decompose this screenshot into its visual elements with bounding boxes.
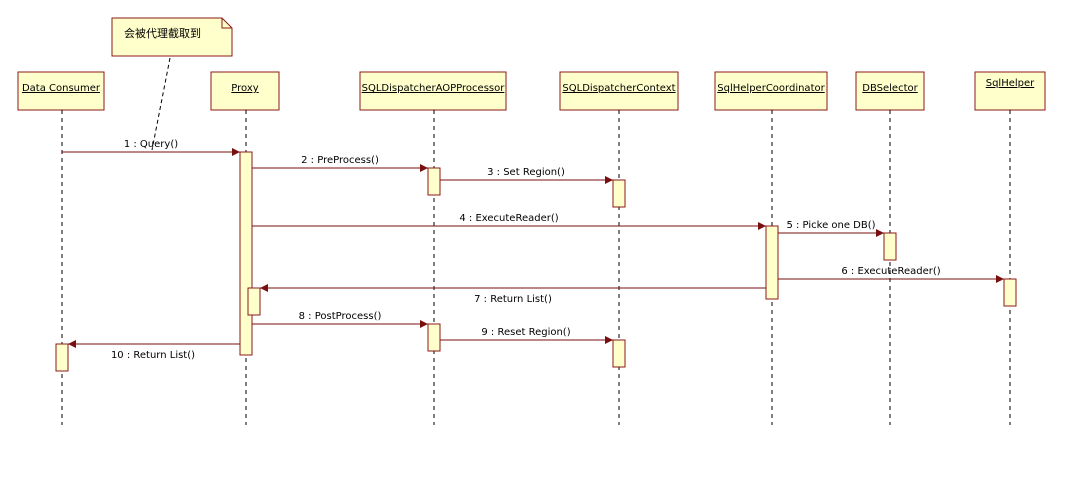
object-dbselector[interactable]: DBSelector [855, 71, 925, 111]
activations [55, 151, 1017, 372]
activation-coordinator [765, 225, 779, 300]
message-label: 10 : Return List() [111, 350, 195, 361]
message-3: 3 : Set Region() [440, 167, 613, 184]
message-4: 4 : ExecuteReader() [252, 213, 766, 230]
object-proxy[interactable]: Proxy [210, 71, 280, 111]
message-8: 8 : PostProcess() [252, 311, 428, 328]
object-name: SQLDispatcherAOPProcessor [362, 83, 506, 94]
message-label: 6 : ExecuteReader() [841, 266, 940, 277]
object-sqlhelper[interactable]: SqlHelper [974, 71, 1046, 111]
message-5: 5 : Picke one DB() [778, 220, 884, 237]
message-label: 1 : Query() [124, 139, 178, 150]
object-consumer[interactable]: Data Consumer [17, 71, 105, 111]
message-1: 1 : Query() [62, 139, 240, 156]
activation-aop-pre [427, 167, 441, 196]
message-2: 2 : PreProcess() [252, 155, 428, 172]
message-6: 6 : ExecuteReader() [778, 266, 1004, 283]
activation-context-set [612, 179, 626, 208]
object-coordinator[interactable]: SqlHelperCoordinator [714, 71, 828, 111]
object-context[interactable]: SQLDispatcherContext [559, 71, 679, 111]
message-label: 5 : Picke one DB() [786, 220, 875, 231]
activation-dbselector [883, 232, 897, 261]
message-10: 10 : Return List() [68, 340, 240, 361]
object-aop[interactable]: SQLDispatcherAOPProcessor [359, 71, 507, 111]
message-label: 9 : Reset Region() [481, 327, 570, 338]
message-label: 3 : Set Region() [487, 167, 565, 178]
note: 会被代理截取到 [111, 17, 233, 151]
note-text: 会被代理截取到 [124, 26, 201, 40]
message-label: 8 : PostProcess() [299, 311, 382, 322]
object-name: Proxy [231, 83, 258, 94]
object-name: DBSelector [862, 83, 918, 94]
message-7: 7 : Return List() [260, 284, 766, 305]
activation-sqlhelper [1003, 278, 1017, 307]
object-name: SqlHelperCoordinator [717, 83, 825, 94]
object-name: Data Consumer [22, 83, 101, 94]
activation-aop-post [427, 323, 441, 352]
message-label: 2 : PreProcess() [301, 155, 379, 166]
note-shape [111, 17, 233, 57]
activation-proxy-return [247, 287, 261, 316]
message-9: 9 : Reset Region() [440, 327, 613, 344]
object-name: SQLDispatcherContext [562, 83, 675, 94]
object-name: SqlHelper [986, 78, 1035, 89]
activation-consumer [55, 343, 69, 372]
message-label: 7 : Return List() [474, 294, 552, 305]
activation-context-reset [612, 339, 626, 368]
note-fold [221, 18, 232, 29]
note-anchor-line [151, 57, 171, 151]
activation-proxy-main [239, 151, 253, 356]
message-label: 4 : ExecuteReader() [459, 213, 558, 224]
